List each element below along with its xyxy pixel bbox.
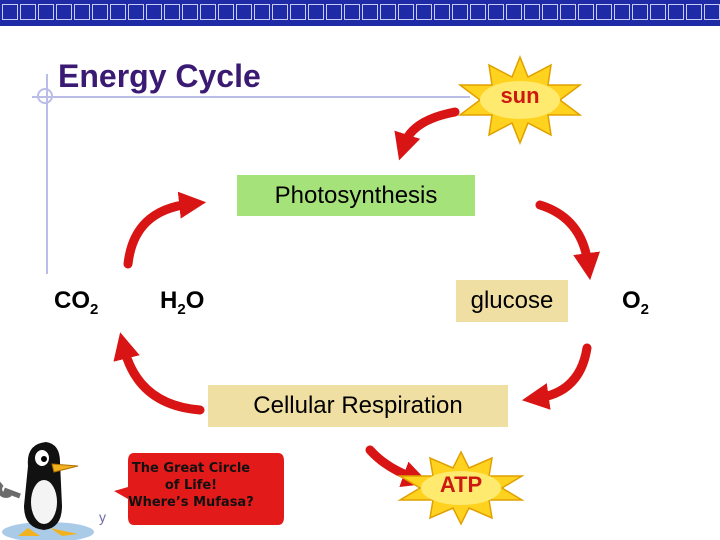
header-grid-cell xyxy=(380,4,396,20)
penguin-beak xyxy=(51,463,79,473)
header-grid-cell xyxy=(560,4,576,20)
header-grid-cell xyxy=(434,4,450,20)
penguin-foot-left xyxy=(18,528,40,536)
sun-core xyxy=(480,81,560,119)
guide-line-vertical xyxy=(46,74,48,274)
glucose-label: glucose xyxy=(456,280,568,322)
header-grid-cell xyxy=(2,4,18,20)
arrow-glucose-to-respiration xyxy=(521,343,592,410)
header-grid-cell xyxy=(20,4,36,20)
slide-title: Energy Cycle xyxy=(58,58,261,94)
speech-line-3: Where’s Mufasa? xyxy=(128,495,254,510)
speech-bubble-shape xyxy=(114,453,284,525)
speech-bubble-text: The Great Circle of Life! Where’s Mufasa… xyxy=(120,460,262,511)
h2o-hydrogen: H xyxy=(160,287,178,314)
header-grid-cell xyxy=(38,4,54,20)
header-grid-cell xyxy=(128,4,144,20)
photosynthesis-label: Photosynthesis xyxy=(237,175,475,216)
header-grid-cell xyxy=(74,4,90,20)
header-grid-cell xyxy=(578,4,594,20)
h2o-subscript: 2 xyxy=(177,300,186,318)
header-bar xyxy=(0,0,720,26)
speech-line-2: of Life! xyxy=(164,478,218,493)
header-grid-cell xyxy=(146,4,162,20)
header-grid-cell xyxy=(416,4,432,20)
h2o-label: H2O xyxy=(160,287,204,318)
header-grid-cell xyxy=(326,4,342,20)
arrow-respiration-to-co2 xyxy=(113,332,205,415)
header-grid-cell xyxy=(452,4,468,20)
h2o-oxygen: O xyxy=(185,287,205,314)
header-grid-cell xyxy=(254,4,270,20)
header-grid-cell xyxy=(596,4,612,20)
arrow-sun-to-photosynthesis xyxy=(394,107,460,161)
co2-base: CO xyxy=(54,287,90,314)
header-grid-cell xyxy=(344,4,360,20)
atp-core xyxy=(421,471,501,505)
header-grid-cell xyxy=(218,4,234,20)
co2-label: CO2 xyxy=(54,287,98,318)
header-grid-cell xyxy=(668,4,684,20)
penguin-mascot-icon xyxy=(0,442,94,540)
arrow-photosynthesis-to-glucose xyxy=(535,200,600,281)
penguin-foot-right xyxy=(50,528,78,536)
header-grid-cell xyxy=(308,4,324,20)
header-grid-cell xyxy=(92,4,108,20)
header-grid-cell xyxy=(650,4,666,20)
arrow-h2o-to-photosynthesis xyxy=(123,191,207,269)
penguin-belly xyxy=(31,480,57,524)
sun-label: sun xyxy=(500,83,540,108)
header-grid-cell xyxy=(56,4,72,20)
sun-starburst-icon xyxy=(457,55,583,145)
header-grid-cell xyxy=(398,4,414,20)
cellular-respiration-label: Cellular Respiration xyxy=(208,385,508,427)
header-grid-cell xyxy=(272,4,288,20)
header-grid-cell xyxy=(524,4,540,20)
header-grid-cell xyxy=(632,4,648,20)
header-grid-cell xyxy=(290,4,306,20)
header-grid-cell xyxy=(182,4,198,20)
header-grid-cell xyxy=(686,4,702,20)
header-grid-cell xyxy=(236,4,252,20)
o2-subscript: 2 xyxy=(640,300,650,318)
header-grid-cell xyxy=(488,4,504,20)
header-grid-cell xyxy=(110,4,126,20)
header-grid-cell xyxy=(470,4,486,20)
penguin-pupil xyxy=(41,456,47,462)
header-grid-cell xyxy=(200,4,216,20)
atp-label: ATP xyxy=(439,472,483,497)
speech-line-1: The Great Circle xyxy=(131,461,251,476)
o2-base: O xyxy=(622,287,641,314)
o2-label: O2 xyxy=(622,287,649,318)
footer-fragment: y xyxy=(99,509,106,525)
crosshair-icon xyxy=(37,88,53,104)
header-grid-cell xyxy=(542,4,558,20)
co2-subscript: 2 xyxy=(90,300,99,318)
atp-starburst-icon xyxy=(397,450,525,526)
guide-line-horizontal xyxy=(32,96,470,98)
header-grid-cell xyxy=(506,4,522,20)
header-grid-cell xyxy=(362,4,378,20)
speech-bubble-icon xyxy=(114,453,284,525)
header-grid-cell xyxy=(164,4,180,20)
wrench-icon xyxy=(0,482,21,499)
header-grid-cell xyxy=(614,4,630,20)
